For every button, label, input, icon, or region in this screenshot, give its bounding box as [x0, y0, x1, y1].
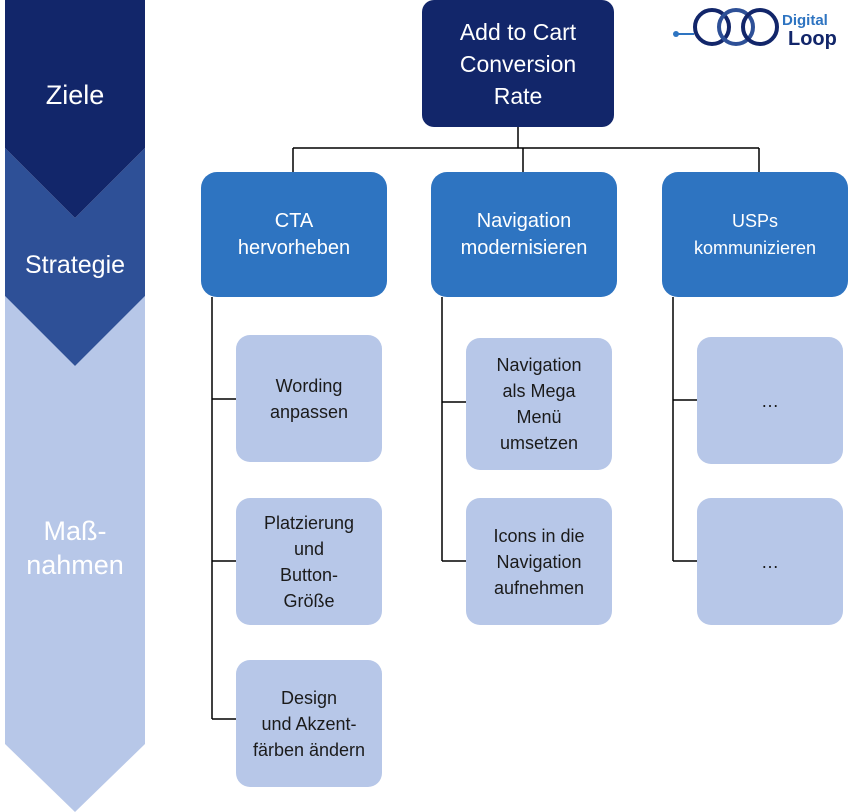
level-label-measures: Maß- nahmen — [26, 516, 124, 580]
strategy-box-usps: USPs kommunizieren — [662, 172, 848, 297]
chevron-measures — [5, 296, 145, 812]
level-label-strategy: Strategie — [24, 251, 126, 279]
measure-box-usp-placeholder-2: … — [697, 498, 843, 625]
measure-box-wording: Wording anpassen — [236, 335, 382, 462]
measure-box-usp-placeholder-1: … — [697, 337, 843, 464]
strategy-box-navigation: Navigation modernisieren — [431, 172, 617, 297]
measure-box-icons: Icons in die Navigation aufnehmen — [466, 498, 612, 625]
chevron-strategy — [5, 148, 145, 366]
measure-box-placement: Platzierung und Button- Größe — [236, 498, 382, 625]
strategy-box-cta: CTA hervorheben — [201, 172, 387, 297]
svg-text:Loop: Loop — [788, 28, 837, 50]
goal-box: Add to Cart Conversion Rate — [422, 0, 614, 127]
digital-loop-logo: Digital Loop — [673, 8, 837, 50]
measure-box-design: Design und Akzent- färben ändern — [236, 660, 382, 787]
svg-text:Digital: Digital — [782, 12, 828, 29]
level-label-goals: Ziele — [45, 80, 105, 110]
measure-box-mega-menu: Navigation als Mega Menü umsetzen — [466, 338, 612, 470]
level-chevrons — [5, 0, 145, 812]
chevron-goals — [5, 0, 145, 218]
